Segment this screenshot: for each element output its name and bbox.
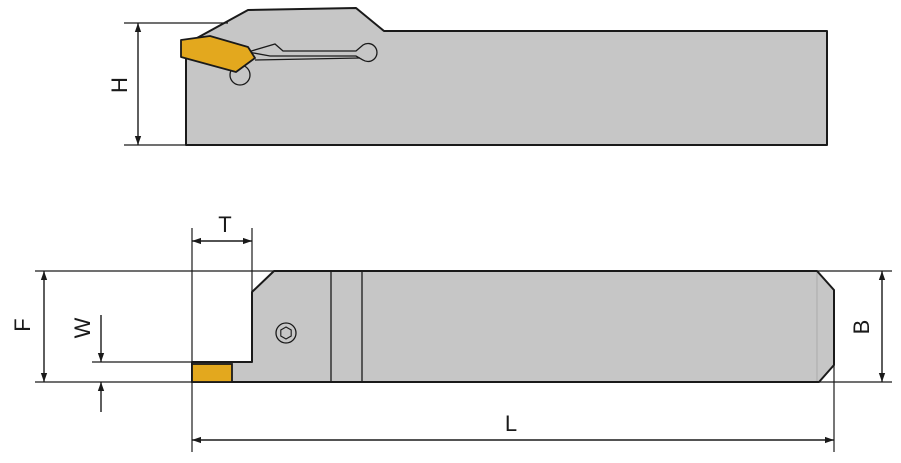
top-view-slot-line (254, 57, 361, 61)
side-view: T F W B L (10, 212, 892, 452)
b-label: B (849, 320, 874, 335)
h-label: H (107, 77, 132, 93)
hex-socket-icon (280, 326, 292, 340)
top-view: H (107, 7, 828, 146)
top-view-holder-body (185, 7, 828, 146)
top-view-clamp-slot (247, 42, 378, 63)
t-label: T (218, 212, 231, 237)
l-label: L (505, 411, 517, 436)
top-view-insert (180, 35, 256, 73)
w-label: W (70, 317, 95, 338)
side-view-insert (191, 363, 233, 383)
f-label: F (10, 318, 35, 331)
side-view-holder-body (191, 270, 835, 383)
screw-head-icon (275, 322, 297, 344)
